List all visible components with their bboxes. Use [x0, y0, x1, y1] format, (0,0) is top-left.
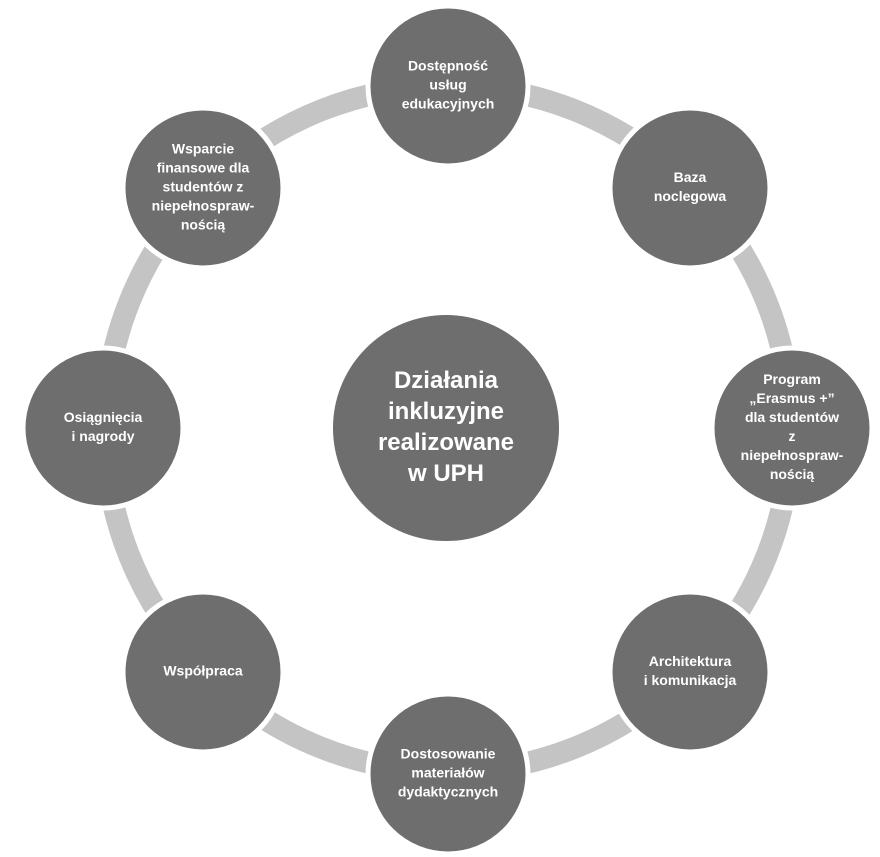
text-line: Wsparcie — [172, 141, 234, 157]
text-line: niepełnospraw- — [152, 198, 255, 214]
text-line: Działania — [394, 367, 499, 394]
node-bottom-left: Współpraca — [120, 589, 286, 755]
node-left: Osiągnięcia i nagrody — [20, 345, 186, 511]
text-line: realizowane — [378, 429, 514, 456]
text-line: materiałów — [411, 765, 484, 781]
node-circle — [365, 3, 531, 169]
node-label: Osiągnięcia i nagrody — [64, 409, 143, 444]
node-label: Współpraca — [163, 663, 243, 679]
node-label: Dostosowanie materiałów dydaktycznych — [398, 746, 498, 800]
text-line: Architektura — [649, 653, 732, 669]
node-label: Architektura i komunikacja — [644, 653, 737, 688]
node-circle — [607, 105, 773, 271]
text-line: dla studentów — [745, 409, 839, 425]
text-line: inkluzyjne — [388, 398, 504, 425]
node-right: Program „Erasmus +” dla studentów z niepełno… — [709, 345, 875, 511]
node-circle — [120, 589, 286, 755]
node-circle — [365, 691, 531, 857]
text-line: niepełnospraw- — [741, 447, 844, 463]
node-circle — [709, 345, 875, 511]
text-line: nością — [770, 466, 815, 482]
node-label: Wsparcie finansowe dla studentów z niepełno… — [152, 141, 255, 233]
center-circle — [327, 309, 565, 547]
node-label: Dostępność usług edukacyjnych — [402, 58, 495, 112]
node-label: Baza noclegowa — [654, 169, 727, 204]
text-line: Dostosowanie — [401, 746, 496, 762]
text-line: Program — [763, 371, 821, 387]
node-bottom: Dostosowanie materiałów dydaktycznych — [365, 691, 531, 857]
text-line: Osiągnięcia — [64, 409, 143, 425]
text-line: nością — [181, 217, 226, 233]
text-line: i nagrody — [71, 428, 134, 444]
node-bottom-right: Architektura i komunikacja — [607, 589, 773, 755]
text-line: Współpraca — [163, 663, 243, 679]
node-circle — [607, 589, 773, 755]
text-line: studentów z — [163, 179, 244, 195]
node-top-left: Wsparcie finansowe dla studentów z niepełno… — [120, 105, 286, 271]
node-circle — [120, 105, 286, 271]
center-node: Działania inkluzyjne realizowane w UPH — [327, 309, 565, 547]
text-line: usług — [429, 77, 466, 93]
center-label: Działania inkluzyjne realizowane w UPH — [378, 367, 514, 487]
node-top: Dostępność usług edukacyjnych — [365, 3, 531, 169]
text-line: i komunikacja — [644, 672, 737, 688]
text-line: w UPH — [407, 460, 484, 487]
node-circle — [20, 345, 186, 511]
text-line: Baza — [674, 169, 707, 185]
text-line: finansowe dla — [157, 160, 250, 176]
text-line: dydaktycznych — [398, 784, 498, 800]
node-top-right: Baza noclegowa — [607, 105, 773, 271]
text-line: Dostępność — [408, 58, 488, 74]
text-line: „Erasmus +” — [749, 390, 834, 406]
text-line: z — [789, 428, 796, 444]
text-line: noclegowa — [654, 188, 727, 204]
node-label: Program „Erasmus +” dla studentów z niepełno… — [741, 371, 844, 482]
text-line: edukacyjnych — [402, 96, 495, 112]
